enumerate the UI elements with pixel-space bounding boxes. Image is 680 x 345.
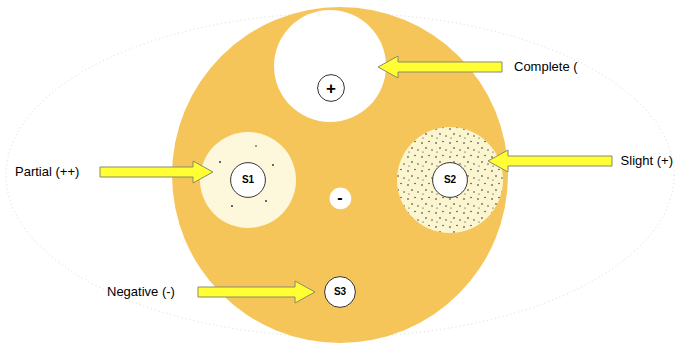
pointer-arrow bbox=[100, 161, 213, 183]
zone-label: Negative (-) bbox=[107, 284, 175, 300]
well-circle bbox=[231, 163, 266, 198]
pointer-arrow bbox=[198, 281, 315, 303]
well-circle bbox=[325, 277, 356, 308]
well-label: S3 bbox=[334, 287, 346, 297]
well-label: + bbox=[326, 80, 336, 97]
pointer-arrow bbox=[378, 56, 502, 78]
complete-zone bbox=[274, 10, 386, 122]
zone-label: Partial (++) bbox=[15, 164, 79, 180]
well-circle bbox=[318, 75, 345, 102]
well-label: S1 bbox=[242, 175, 254, 185]
partial-dots bbox=[219, 145, 274, 207]
sample-well: - bbox=[329, 187, 352, 210]
sample-well: S3 bbox=[324, 276, 356, 308]
agar-plate bbox=[172, 7, 508, 343]
well-circle bbox=[329, 187, 351, 209]
well-label: - bbox=[337, 190, 342, 206]
sample-well: S2 bbox=[432, 162, 468, 198]
slight-dots bbox=[397, 127, 503, 233]
zone-label: Complete ( bbox=[514, 59, 578, 75]
sample-well: S1 bbox=[230, 162, 266, 198]
zone-label: Slight (+) bbox=[621, 153, 673, 169]
slight-zone bbox=[397, 127, 503, 233]
pointer-arrow bbox=[488, 150, 612, 172]
sample-well: + bbox=[317, 74, 345, 102]
well-circle bbox=[433, 163, 468, 198]
well-label: S2 bbox=[444, 175, 456, 185]
partial-zone bbox=[200, 132, 296, 228]
